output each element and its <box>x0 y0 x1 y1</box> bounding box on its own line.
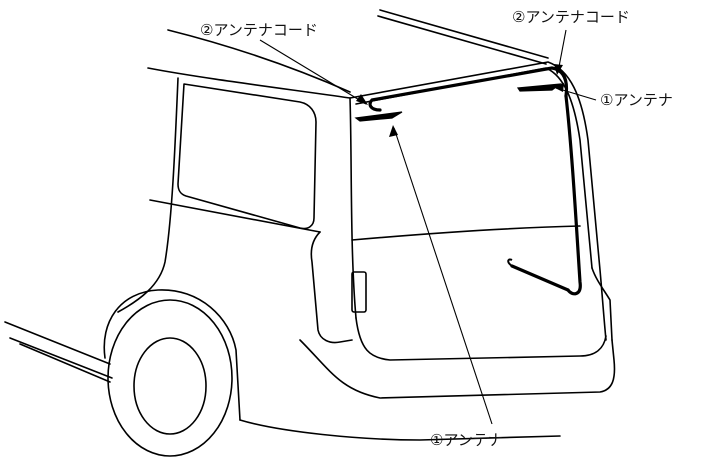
side-sill-upper <box>4 321 111 365</box>
roof-line-top <box>379 9 549 59</box>
label-antenna-cord-left: ②アンテナコード <box>200 21 318 39</box>
leader-cord-left <box>259 39 367 105</box>
roof-line-mid <box>167 29 351 93</box>
vehicle-body <box>4 9 616 457</box>
side-sill-end <box>19 343 111 383</box>
side-window <box>177 83 317 230</box>
antenna-cord-top <box>368 66 569 112</box>
body-side-outline <box>117 77 179 313</box>
tail-light <box>351 271 367 313</box>
tail-light-housing <box>310 231 353 344</box>
arrowhead-antenna-bottom <box>389 125 398 137</box>
leader-antenna-bottom <box>393 127 493 425</box>
roof-line-top-2 <box>377 15 547 65</box>
rear-wheel <box>133 337 207 435</box>
bumper-lower <box>239 419 561 441</box>
arrow-heads <box>356 64 564 137</box>
rear-bumper <box>299 339 616 399</box>
antenna-right <box>516 83 563 92</box>
antenna-left <box>354 111 403 122</box>
antenna-cord-end-hook <box>507 258 513 267</box>
rear-door-bottom <box>355 317 607 361</box>
body-crease <box>149 199 321 233</box>
arrowhead-cord-right <box>554 64 563 75</box>
antenna-elements <box>354 83 563 122</box>
antenna-cord-routing <box>368 66 582 296</box>
arrowhead-cord-left <box>356 94 368 105</box>
rear-tire <box>107 299 233 457</box>
antenna-cord-lower <box>510 264 570 292</box>
rear-door-edge <box>591 267 613 341</box>
roof-line-front <box>147 67 351 99</box>
arrowhead-antenna-right <box>553 83 564 92</box>
rear-pillar <box>349 97 357 319</box>
rear-door-outer <box>349 61 607 341</box>
label-antenna-right: ①アンテナ <box>600 91 673 109</box>
label-antenna-bottom: ①アンテナ <box>430 431 503 449</box>
antenna-cord-side <box>564 94 582 296</box>
wheel-arch <box>103 289 241 421</box>
rear-glass-lower <box>351 225 581 241</box>
label-antenna-cord-right: ②アンテナコード <box>512 8 630 26</box>
side-sill-lower <box>9 337 113 379</box>
